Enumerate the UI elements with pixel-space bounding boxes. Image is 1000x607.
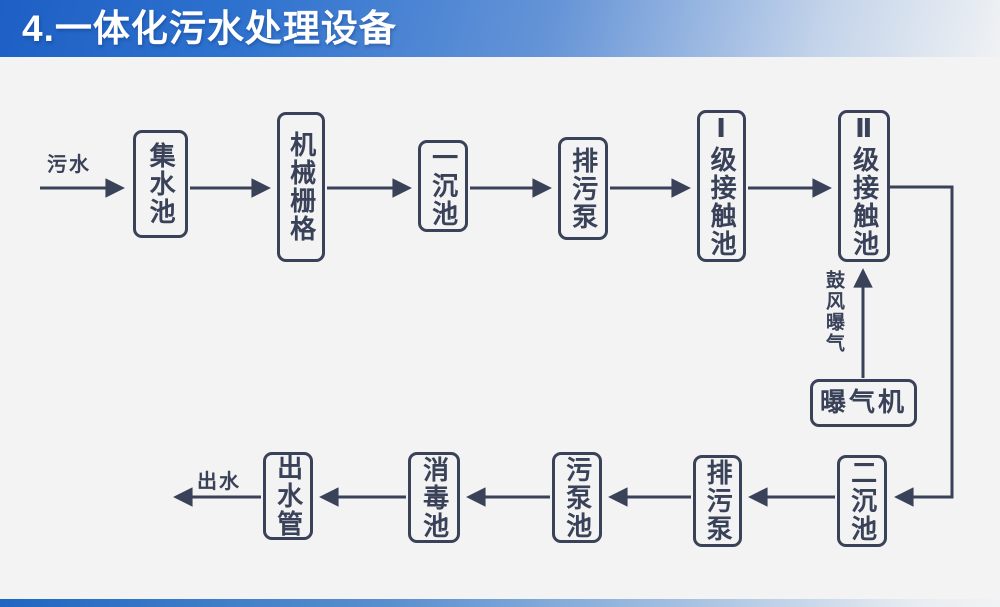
node-outlet-pipe: 出水管 xyxy=(263,452,313,540)
node-primary-sedimentation-tank: 一沉池 xyxy=(418,140,468,232)
outflow-label: 出水 xyxy=(197,471,241,493)
node-label: Ⅰ级接触池 xyxy=(707,114,738,258)
node-mechanical-screen: 机械栅格 xyxy=(277,112,325,262)
node-label: 排污泵 xyxy=(703,459,734,543)
node-label: 二沉池 xyxy=(847,459,878,543)
node-label: 一沉池 xyxy=(428,144,459,228)
node-stage2-contact-tank: Ⅱ级接触池 xyxy=(838,110,890,262)
node-stage1-contact-tank: Ⅰ级接触池 xyxy=(697,110,746,262)
connector-stage2-to-secondary-tank xyxy=(890,185,954,507)
node-sewage-pump-top: 排污泵 xyxy=(558,137,608,240)
node-label: 机械栅格 xyxy=(286,131,317,243)
node-label: Ⅱ级接触池 xyxy=(849,114,880,258)
slide-title: 4.一体化污水处理设备 xyxy=(22,8,397,49)
node-label: 排污泵 xyxy=(568,146,599,231)
aeration-label: 鼓风曝气 xyxy=(823,270,844,354)
node-sludge-pump-tank: 污泵池 xyxy=(552,452,602,543)
node-sewage-pump-bottom: 排污泵 xyxy=(693,455,742,547)
inflow-label: 污水 xyxy=(47,154,91,176)
node-label: 消毒池 xyxy=(419,455,450,540)
node-label: 污泵池 xyxy=(562,455,593,540)
node-label: 集水池 xyxy=(146,142,177,226)
node-aerator: 曝气机 xyxy=(810,379,917,427)
title-bar: 4.一体化污水处理设备 xyxy=(0,0,1000,57)
node-collection-tank: 集水池 xyxy=(133,130,188,238)
node-label: 出水管 xyxy=(273,454,304,538)
node-label: 曝气机 xyxy=(819,387,907,418)
node-secondary-sedimentation-tank: 二沉池 xyxy=(837,455,887,547)
node-disinfection-tank: 消毒池 xyxy=(408,452,460,543)
bottom-accent-bar xyxy=(0,599,1000,607)
